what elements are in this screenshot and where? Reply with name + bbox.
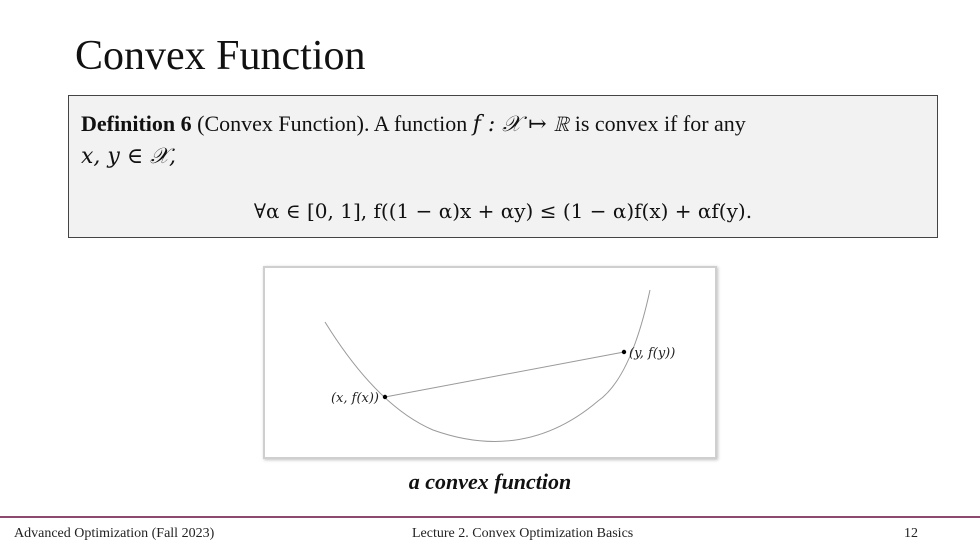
convex-curve: [324, 289, 651, 442]
convex-curve-plot: (x, f(x)) (y, f(y)): [324, 289, 675, 442]
definition-text-a: A function: [373, 111, 468, 136]
definition-math-signature: f : 𝒳 ↦ ℝ: [472, 112, 570, 137]
point-y-label: (y, f(y)): [629, 346, 675, 361]
definition-math-vars: x, y ∈ 𝒳,: [81, 144, 177, 169]
point-y-marker: [621, 349, 627, 355]
definition-label: Definition 6: [81, 111, 192, 136]
definition-first-line: Definition 6 (Convex Function). A functi…: [81, 108, 925, 140]
convexity-inequality: ∀α ∈ [0, 1], f((1 − α)x + αy) ≤ (1 − α)f…: [253, 199, 753, 223]
definition-name: (Convex Function).: [197, 111, 370, 136]
slide-title: Convex Function: [75, 33, 366, 79]
secant-line: [384, 351, 625, 398]
footer-divider: [0, 516, 980, 518]
point-x-marker: [382, 394, 388, 400]
footer-lecture: Lecture 2. Convex Optimization Basics: [412, 526, 634, 541]
footer-course: Advanced Optimization (Fall 2023): [14, 526, 215, 541]
definition-box: Definition 6 (Convex Function). A functi…: [68, 95, 938, 238]
point-x-label: (x, f(x)): [331, 391, 379, 406]
convex-function-figure: (x, f(x)) (y, f(y)): [263, 266, 717, 459]
figure-caption: a convex function: [408, 469, 572, 494]
footer-page-number: 12: [904, 526, 918, 541]
definition-text-b: is convex if for any: [574, 111, 746, 136]
definition-second-line: x, y ∈ 𝒳,: [81, 140, 925, 172]
